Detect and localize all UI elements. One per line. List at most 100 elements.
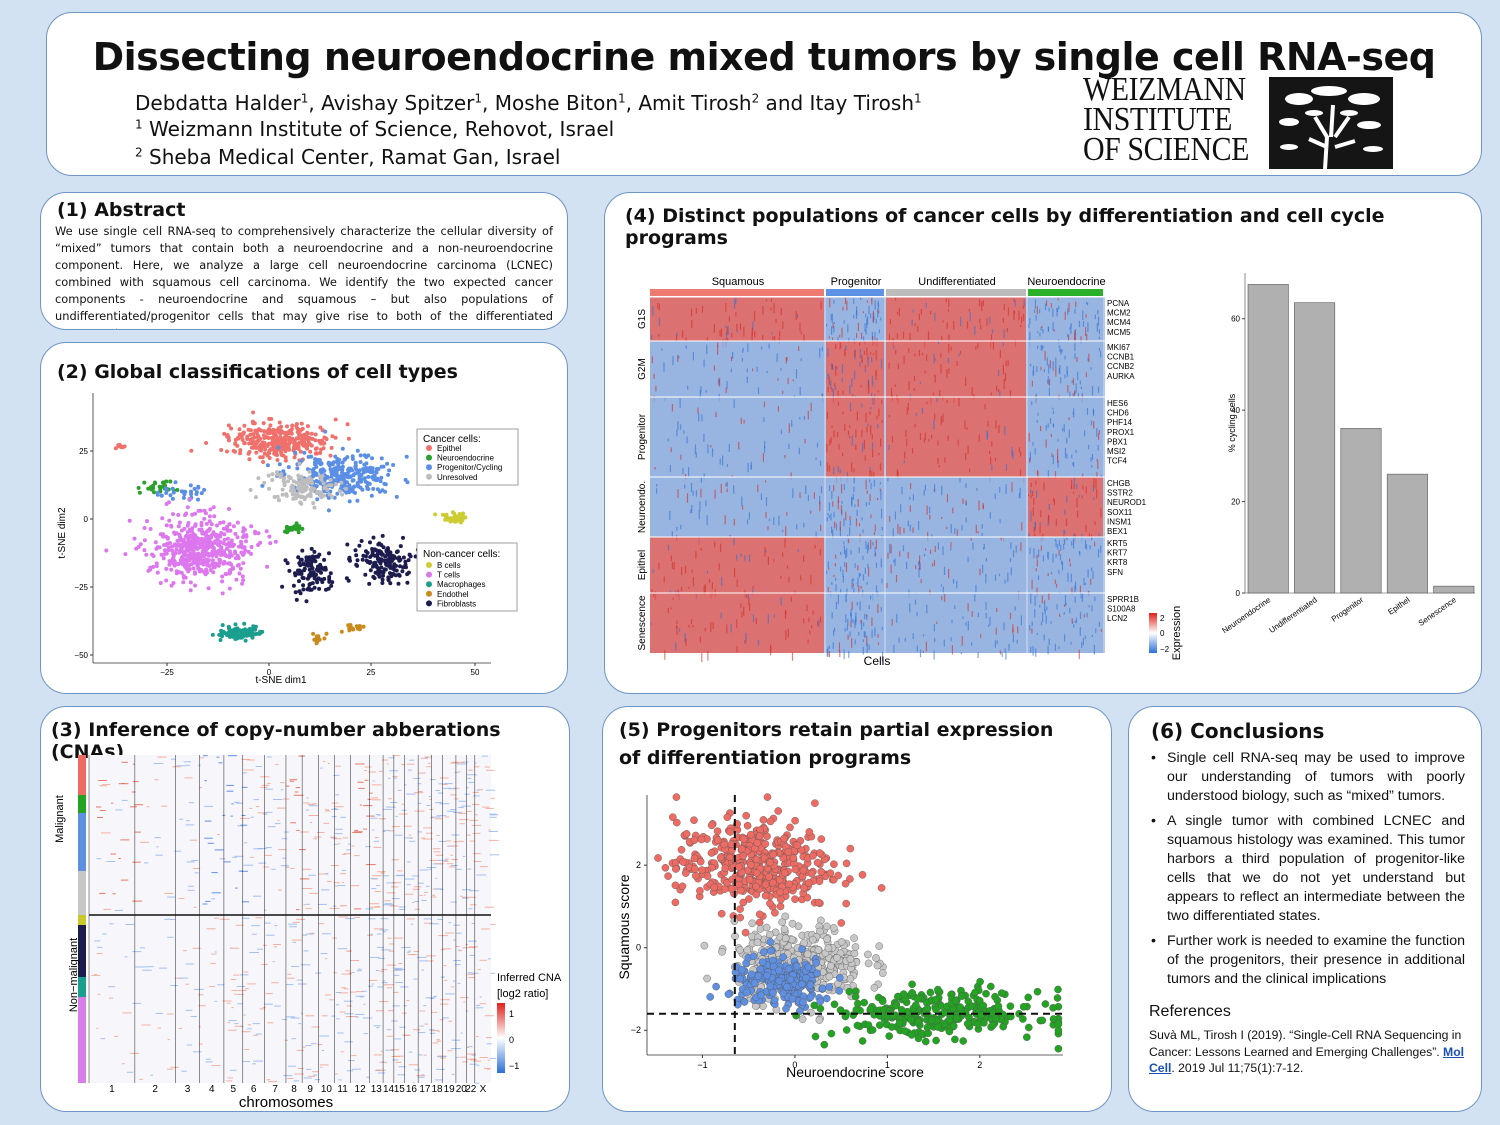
scatter-point <box>690 816 698 824</box>
heatmap-cell <box>926 401 928 405</box>
cna-cell <box>178 977 188 979</box>
tsne-point <box>146 568 151 573</box>
cna-cell <box>206 928 216 930</box>
heatmap-cell <box>974 326 976 335</box>
cna-cell <box>402 1034 410 1036</box>
heatmap-cell <box>969 312 971 322</box>
heatmap-cell <box>841 378 843 383</box>
cna-cell <box>437 1056 447 1058</box>
heatmap-cell <box>742 505 744 510</box>
heatmap-cell <box>800 331 802 335</box>
tsne-point <box>233 442 238 447</box>
heatmap-cell <box>868 567 870 577</box>
heatmap-cell <box>1052 553 1054 563</box>
tsne-point <box>344 490 349 495</box>
tsne-point <box>227 626 231 630</box>
heatmap-cell <box>1058 540 1060 546</box>
tsne-point <box>249 551 253 556</box>
tsne-point <box>287 525 292 530</box>
heatmap-cell <box>1062 428 1064 432</box>
cna-cell <box>385 806 396 808</box>
tsne-point <box>326 495 331 500</box>
cna-cell <box>331 802 339 804</box>
cna-cell <box>461 805 471 807</box>
heatmap-cell <box>1064 530 1066 534</box>
tsne-point <box>287 435 292 440</box>
tsne-point <box>148 565 153 570</box>
heatmap-cell <box>1013 310 1015 321</box>
tsne-point <box>283 558 288 563</box>
tsne-point <box>226 435 231 440</box>
cna-cell <box>453 939 456 941</box>
heatmap-cell <box>700 477 702 483</box>
heatmap-cell <box>661 348 663 351</box>
cna-cell <box>450 762 459 764</box>
heatmap-cell <box>855 429 857 438</box>
heatmap-cell <box>858 547 860 554</box>
y-tick-label: 25 <box>79 447 88 456</box>
heatmap-cell <box>1030 489 1032 494</box>
cna-cell <box>418 1054 423 1056</box>
tsne-point <box>265 463 270 468</box>
tsne-point <box>203 511 208 516</box>
cna-cell <box>296 918 306 920</box>
tsne-point <box>186 554 191 559</box>
heatmap-cell <box>880 558 882 568</box>
heatmap-cell <box>858 585 860 594</box>
tsne-point <box>306 454 311 459</box>
heatmap-cell <box>811 625 813 629</box>
heatmap-cell <box>782 552 784 557</box>
cna-cell <box>300 1012 303 1014</box>
heatmap-cell <box>721 576 723 586</box>
heatmap-cell <box>718 380 720 384</box>
cna-cell <box>391 886 399 888</box>
tsne-point <box>265 430 270 435</box>
tsne-point <box>304 444 309 449</box>
heatmap-cell <box>832 529 834 539</box>
cna-cell <box>440 999 450 1001</box>
heatmap-cell <box>863 439 865 450</box>
scatter-point <box>766 817 775 826</box>
tsne-point <box>302 486 307 491</box>
scatter-point <box>747 860 755 869</box>
chromosome-label: 15 <box>394 1084 406 1095</box>
tsne-point <box>308 442 312 447</box>
tsne-point <box>398 557 403 562</box>
heatmap-cell <box>1023 313 1025 321</box>
cna-cell <box>342 837 349 839</box>
abstract-panel: (1) Abstract We use single cell RNA-seq … <box>40 192 568 330</box>
tsne-point <box>183 513 187 518</box>
heatmap-cell <box>833 574 835 578</box>
heatmap-cell <box>751 332 753 341</box>
tsne-point <box>191 556 196 561</box>
cna-cell <box>419 1025 424 1027</box>
cna-cell <box>286 984 294 986</box>
tsne-point <box>177 520 182 525</box>
heatmap-cell <box>921 352 923 356</box>
heatmap-cell <box>878 408 880 417</box>
cna-cell <box>237 1003 244 1005</box>
heatmap-cell <box>820 524 822 531</box>
cna-cell <box>263 866 270 868</box>
cna-cell <box>103 908 111 910</box>
heatmap-cell <box>856 509 858 517</box>
tsne-point <box>371 477 376 482</box>
heatmap-cell <box>810 575 812 585</box>
tsne-point <box>218 534 223 539</box>
heatmap-block <box>886 477 1026 537</box>
cna-cell <box>416 1075 426 1077</box>
heatmap-cell <box>806 604 808 612</box>
scatter-point <box>726 828 734 836</box>
heatmap-cell <box>987 420 989 427</box>
tsne-point <box>379 464 384 469</box>
heatmap-cell <box>1091 605 1093 612</box>
heatmap-cell <box>944 457 946 463</box>
heatmap-cell <box>879 482 881 485</box>
heatmap-cell <box>851 378 853 387</box>
cna-cell <box>285 1016 295 1018</box>
scatter-point <box>664 872 672 880</box>
cna-cell <box>344 1013 354 1015</box>
heatmap-cell <box>871 392 873 397</box>
tsne-point <box>240 581 245 586</box>
heatmap-cell <box>813 492 815 499</box>
